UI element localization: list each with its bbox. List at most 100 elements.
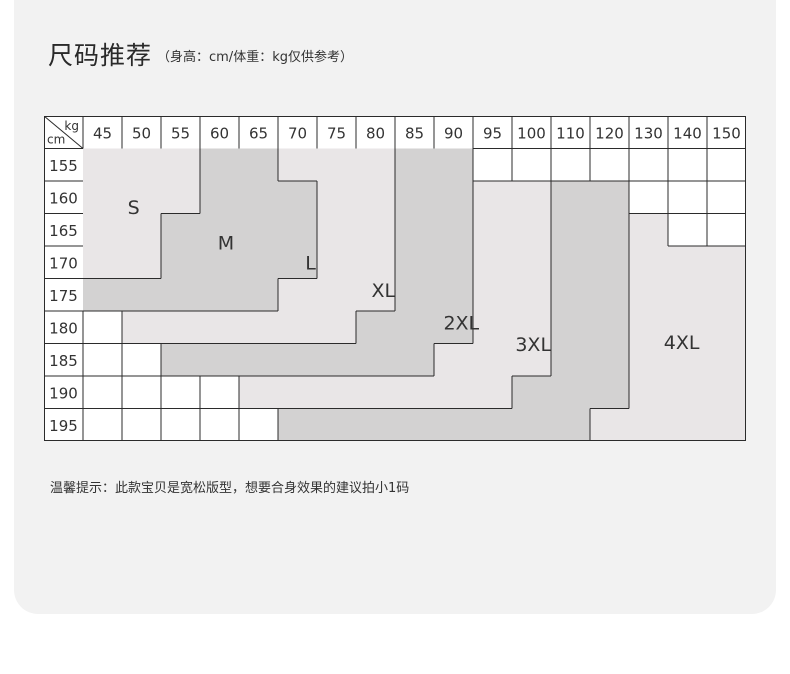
size-cell: [83, 181, 123, 215]
size-cell: [590, 181, 630, 215]
size-cell: [512, 148, 552, 182]
size-cell: [83, 148, 123, 182]
size-cell: [707, 376, 746, 410]
size-cell: [551, 213, 591, 247]
size-label: 4XL: [664, 332, 700, 354]
weight-label: 55: [171, 124, 190, 142]
size-label: 3XL: [515, 334, 551, 356]
size-cell: [83, 213, 123, 247]
size-cell: [590, 311, 630, 345]
size-cell: [668, 343, 708, 377]
size-label: S: [128, 197, 140, 219]
size-cell: [356, 311, 396, 345]
size-cell: [278, 311, 318, 345]
size-cell: [434, 376, 474, 410]
size-cell: [356, 148, 396, 182]
size-cell: [473, 408, 513, 441]
height-label: 190: [49, 384, 78, 402]
height-label: 165: [49, 222, 78, 240]
size-cell: [629, 246, 669, 280]
size-label: M: [218, 232, 234, 254]
size-cell: [668, 311, 708, 345]
size-cell: [590, 213, 630, 247]
size-cell: [317, 181, 357, 215]
size-cell: [161, 148, 201, 182]
weight-label: 130: [634, 124, 663, 142]
size-cell: [161, 181, 201, 215]
size-cell: [161, 311, 201, 345]
size-cell: [200, 278, 240, 312]
height-label: 155: [49, 157, 78, 175]
height-label: 175: [49, 287, 78, 305]
size-cell: [590, 278, 630, 312]
weight-label: 120: [595, 124, 624, 142]
size-cell: [668, 278, 708, 312]
size-cell: [356, 213, 396, 247]
size-cell: [122, 213, 162, 247]
size-cell: [629, 278, 669, 312]
size-cell: [629, 181, 669, 215]
size-cell: [473, 311, 513, 345]
size-cell: [434, 148, 474, 182]
size-cell: [395, 181, 435, 215]
size-cell: [590, 408, 630, 441]
size-cell: [317, 343, 357, 377]
size-cell: [278, 213, 318, 247]
sizing-tip: 温馨提示：此款宝贝是宽松版型，想要合身效果的建议拍小1码: [50, 481, 410, 496]
size-cell: [434, 278, 474, 312]
size-cell: [161, 213, 201, 247]
size-cell: [629, 148, 669, 182]
size-cell: [707, 408, 746, 441]
height-label: 160: [49, 189, 78, 207]
page-title: 尺码推荐: [48, 41, 153, 70]
size-cell: [122, 376, 162, 410]
size-cell: [200, 408, 240, 441]
size-cell: [356, 278, 396, 312]
size-cell: [395, 311, 435, 345]
height-label: 180: [49, 319, 78, 337]
size-cell: [200, 311, 240, 345]
size-cell: [668, 376, 708, 410]
weight-label: 45: [93, 124, 112, 142]
corner-label-kg: kg: [64, 119, 79, 133]
corner-diagonal: [44, 116, 84, 149]
size-cell: [707, 246, 746, 280]
size-cell: [395, 408, 435, 441]
size-cell: [629, 343, 669, 377]
page-subtitle: （身高：cm/体重：kg仅供参考）: [157, 50, 353, 65]
size-cell: [122, 181, 162, 215]
size-cell: [512, 408, 552, 441]
size-cell: [278, 343, 318, 377]
size-cell: [434, 343, 474, 377]
size-cell: [239, 246, 279, 280]
size-cell: [512, 213, 552, 247]
size-cell: [551, 278, 591, 312]
size-cell: [317, 408, 357, 441]
size-cell: [668, 408, 708, 441]
weight-label: 90: [444, 124, 463, 142]
size-cell: [395, 246, 435, 280]
size-cell: [317, 213, 357, 247]
weight-label: 75: [327, 124, 346, 142]
height-label: 195: [49, 417, 78, 435]
size-cell: [122, 408, 162, 441]
size-cell: [278, 278, 318, 312]
size-label: L: [305, 252, 316, 274]
size-cell: [239, 278, 279, 312]
size-cell: [83, 278, 123, 312]
size-cell: [278, 246, 318, 280]
size-cell: [200, 376, 240, 410]
size-cell: [317, 278, 357, 312]
size-cell: [161, 278, 201, 312]
size-cell: [83, 311, 123, 345]
size-cell: [473, 343, 513, 377]
size-cell: [83, 376, 123, 410]
size-cell: [317, 376, 357, 410]
size-cell: [473, 376, 513, 410]
size-cell: [434, 311, 474, 345]
size-cell: [707, 311, 746, 345]
size-cell: [668, 246, 708, 280]
size-cell: [278, 376, 318, 410]
size-cell: [356, 376, 396, 410]
